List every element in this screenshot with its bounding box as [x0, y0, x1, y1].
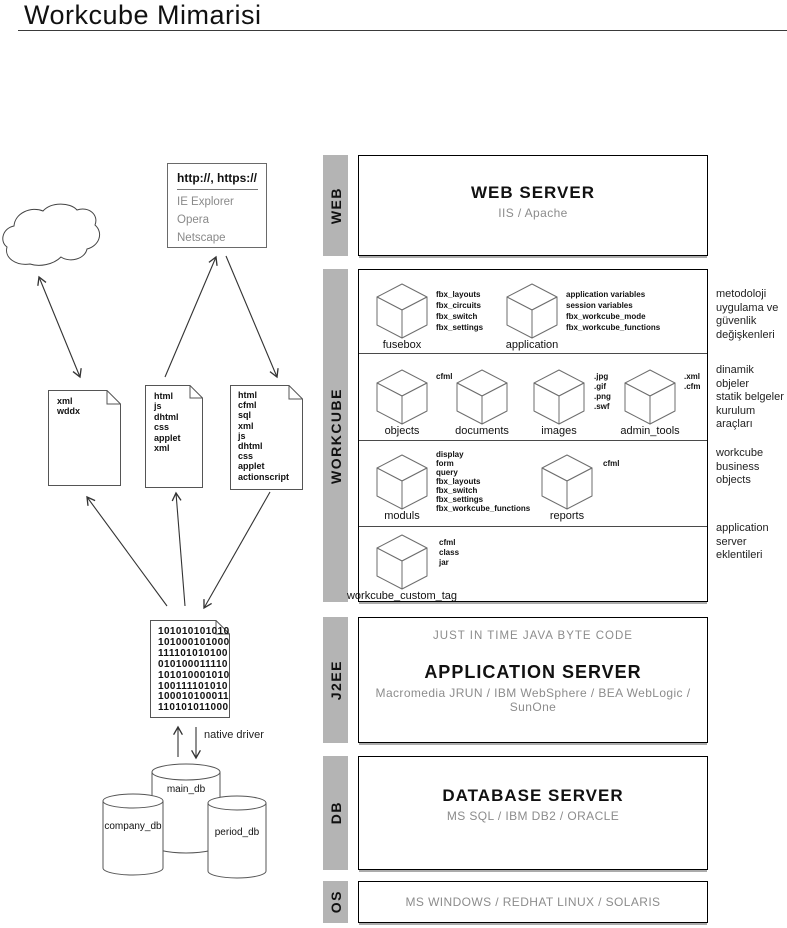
arrow-browser-cfmldoc — [225, 255, 279, 379]
layer-bar-web: WEB — [323, 155, 348, 256]
arrow-cloud-xmldoc — [37, 275, 82, 379]
cube-label: workcube_custom_tag — [346, 590, 458, 602]
title-divider — [18, 30, 787, 31]
cube-tags-images: .jpg.gif.png.swf — [594, 372, 611, 411]
cube-label: fusebox — [382, 339, 422, 351]
cube-icon — [624, 369, 676, 425]
bytecode-document-icon — [150, 620, 230, 718]
web-server-subtitle: IIS / Apache — [498, 206, 568, 220]
cube-tags-objects: cfml — [436, 372, 453, 381]
arrow-htmldoc-browser — [164, 255, 218, 378]
application-server-box: JUST IN TIME JAVA BYTE CODE APPLICATION … — [358, 617, 708, 743]
os-subtitle: MS WINDOWS / REDHAT LINUX / SOLARIS — [405, 895, 661, 909]
company-db-label: company_db — [104, 821, 162, 832]
company-db-cylinder-icon — [102, 793, 164, 876]
layer-bar-j2ee: J2EE — [323, 617, 348, 743]
cube-label: moduls — [384, 510, 420, 522]
cube-objects: objects — [376, 369, 428, 439]
cube-images: images — [533, 369, 585, 439]
cube-fusebox: fusebox — [376, 283, 428, 353]
cube-icon — [533, 369, 585, 425]
layer-bar-db-label: DB — [327, 801, 344, 825]
document-icon — [230, 385, 303, 490]
layer-bar-web-label: WEB — [327, 186, 344, 225]
cube-icon — [376, 283, 428, 339]
cube-label: documents — [455, 425, 509, 437]
document-icon — [145, 385, 203, 488]
layer-bar-workcube: WORKCUBE — [323, 269, 348, 602]
cube-label: images — [541, 425, 577, 437]
arrow-bytecode-xmldoc — [86, 495, 168, 607]
jit-note: JUST IN TIME JAVA BYTE CODE — [433, 630, 633, 642]
cube-icon — [376, 534, 428, 590]
cube-application: application — [506, 283, 558, 353]
layer-bar-j2ee-label: J2EE — [327, 659, 344, 701]
database-server-title: DATABASE SERVER — [442, 785, 624, 805]
main-db-label: main_db — [166, 784, 206, 795]
web-server-box: WEB SERVER IIS / Apache — [358, 155, 708, 256]
cube-admin-tools: admin_tools — [620, 369, 680, 439]
layer-bar-os-label: OS — [327, 890, 344, 914]
cube-documents: documents — [455, 369, 509, 439]
cube-label: application — [505, 339, 559, 351]
cube-reports: reports — [541, 454, 593, 524]
protocol-title: http://, https:// — [177, 171, 258, 190]
cube-moduls: moduls — [376, 454, 428, 524]
web-server-title: WEB SERVER — [471, 183, 595, 202]
internet-cloud-icon — [2, 203, 101, 266]
application-server-subtitle: Macromedia JRUN / IBM WebSphere / BEA We… — [375, 686, 691, 714]
arrow-bytecode-htmldoc — [171, 491, 186, 607]
document-icon — [48, 390, 121, 486]
cube-icon — [376, 454, 428, 510]
page-title: Workcube Mimarisi — [24, 0, 262, 30]
workcube-row-divider — [359, 353, 707, 354]
cube-label: objects — [384, 425, 420, 437]
cube-label: reports — [549, 510, 585, 522]
native-driver-label: native driver — [204, 729, 264, 741]
os-box: MS WINDOWS / REDHAT LINUX / SOLARIS — [358, 881, 708, 923]
cube-tags-reports: cfml — [603, 459, 620, 468]
cube-icon — [541, 454, 593, 510]
cube-icon — [506, 283, 558, 339]
database-server-box: DATABASE SERVER MS SQL / IBM DB2 / ORACL… — [358, 756, 708, 870]
workcube-row-divider — [359, 526, 707, 527]
cube-tags-admin-tools: .xml.cfm — [684, 372, 701, 391]
layer-bar-db: DB — [323, 756, 348, 870]
cube-workcube-custom-tag: workcube_custom_tag — [347, 534, 457, 604]
period-db-label: period_db — [214, 827, 260, 838]
layer-bar-os: OS — [323, 881, 348, 923]
database-server-subtitle: MS SQL / IBM DB2 / ORACLE — [446, 808, 620, 823]
arrow-cfmldoc-bytecode — [203, 491, 271, 610]
period-db-cylinder-icon — [207, 795, 267, 879]
application-server-title: APPLICATION SERVER — [424, 662, 642, 682]
cube-icon — [456, 369, 508, 425]
workcube-row-divider — [359, 440, 707, 441]
cube-label: admin_tools — [620, 425, 680, 437]
cube-icon — [376, 369, 428, 425]
